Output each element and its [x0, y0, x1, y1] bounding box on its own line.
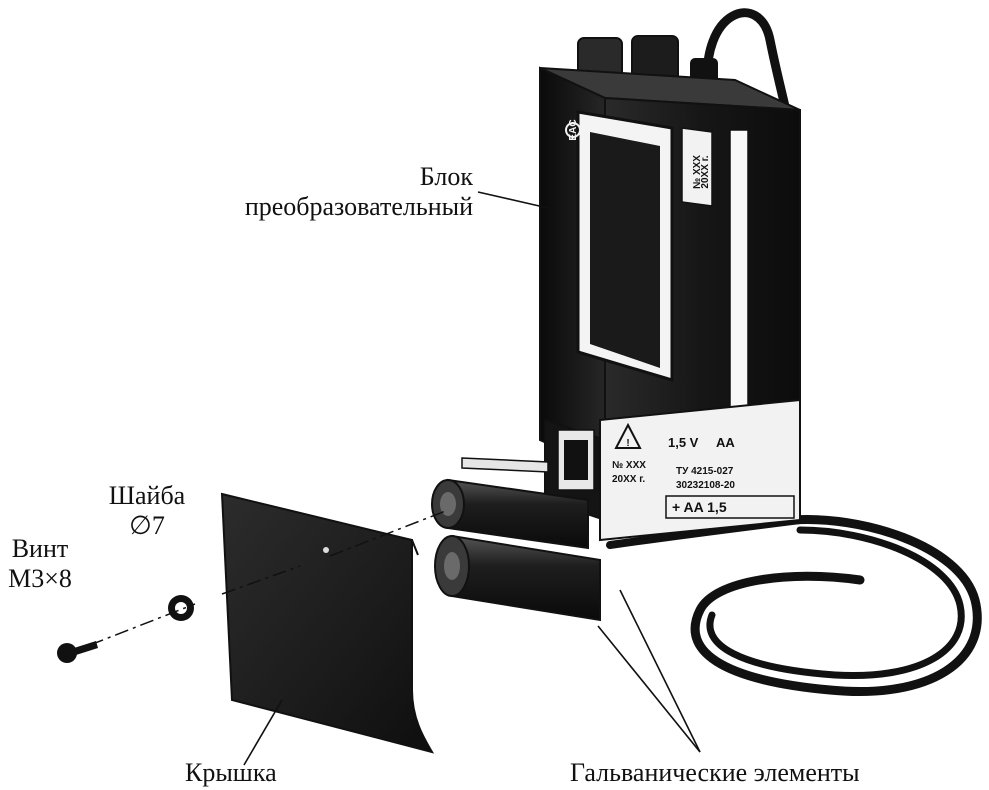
voltage-text: 1,5 V — [668, 435, 699, 450]
washer-label-line1: Шайба — [108, 481, 186, 510]
cover — [220, 492, 435, 754]
battery-type-text: AA — [716, 435, 735, 450]
leader-block — [477, 191, 549, 209]
cells-label: Гальванические элементы — [570, 758, 860, 787]
galvanic-cell-bottom — [434, 534, 601, 622]
spec-text: ТУ 4215-027 — [676, 466, 734, 477]
leader-cover — [243, 699, 283, 766]
label-strip — [681, 127, 713, 207]
block-label-line2: преобразовательный — [244, 192, 473, 221]
assembly-axis-line — [89, 509, 449, 646]
screw-label-line1: Винт — [11, 534, 69, 563]
screw-label: Винт М3×8 — [0, 534, 80, 594]
battery-polarity-text: + AA 1,5 — [672, 499, 727, 515]
serial-number: № XXX — [612, 460, 646, 471]
warning-icon — [614, 422, 642, 449]
converter-block: № XXX 20XX г. EAC ! № XXX 20XX г. 1,5 V … — [461, 35, 801, 542]
galvanic-cell-top — [431, 478, 589, 550]
info-panel — [599, 398, 801, 542]
screw-label-line2: М3×8 — [8, 564, 72, 593]
year-vertical: 20XX г. — [700, 155, 711, 188]
galvanic-cells — [431, 478, 601, 622]
leader-lines — [243, 191, 701, 766]
svg-text:!: ! — [626, 438, 629, 449]
washer-label-line2: ∅7 — [129, 511, 165, 540]
leader-cell-bottom — [597, 625, 701, 753]
washer-label: Шайба ∅7 — [92, 481, 202, 541]
spec-code-text: 30232108-20 — [676, 480, 735, 491]
block-label-line1: Блок — [419, 162, 473, 191]
brand-logo-icon — [565, 122, 581, 138]
washer — [168, 595, 194, 621]
production-year: 20XX г. — [612, 474, 645, 485]
serial-number-vertical: № XXX — [692, 155, 703, 189]
cover-label: Крышка — [185, 758, 277, 787]
brand-mark: EAC — [568, 119, 579, 140]
block-label: Блок преобразовательный — [230, 162, 473, 222]
leader-cell-top — [619, 589, 701, 753]
